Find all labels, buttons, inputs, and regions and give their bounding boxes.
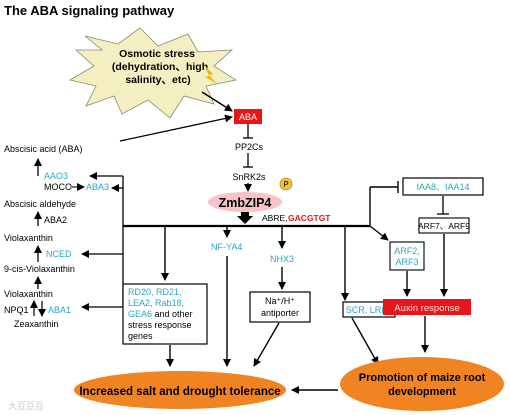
- npq1-label: NPQ1: [4, 305, 29, 315]
- genes-line4: stress response: [128, 320, 192, 330]
- arrow-to-arf23: [369, 225, 389, 241]
- nced-label: NCED: [46, 249, 72, 259]
- aba-box-label: ABA: [239, 112, 257, 122]
- antiporter-line2: antiporter: [261, 308, 299, 318]
- stress-line2: (dehydration、high: [112, 61, 208, 73]
- zeaxanthin-label: Zeaxanthin: [14, 319, 59, 329]
- auxin-response-label: Auxin response: [394, 303, 459, 314]
- genes-line2: LEA2, Rab18,: [128, 298, 184, 308]
- abre-motif: GACGTGT: [288, 213, 331, 223]
- abre-label: ABRE,: [262, 213, 288, 223]
- arrow-aba-feedback: [119, 114, 233, 142]
- aba1-label: ABA1: [48, 305, 71, 315]
- arf79-label: ARF7、ARF9: [418, 221, 470, 231]
- moco-label: MOCO: [44, 182, 72, 192]
- aba-box: [234, 109, 262, 124]
- lightning-icon: [205, 66, 217, 84]
- stress-genes-box: [122, 283, 208, 345]
- arrow-antiporter-to-tolerance: [253, 322, 280, 367]
- genes-line1: RD20, RD21,: [128, 287, 182, 297]
- iaa-box: [402, 177, 484, 196]
- stress-burst-shape: [68, 27, 238, 119]
- arf23-line2: ARF3: [395, 257, 418, 267]
- watermark: 大豆豆豆: [8, 400, 44, 411]
- arrow-scr-to-root: [351, 317, 379, 365]
- arf23-line1: ARF2,: [394, 246, 420, 256]
- nfya4-label: NF-YA4: [211, 242, 242, 252]
- scr-lrp1-label: SCR, LRP1: [346, 305, 393, 315]
- phosphate-label: P: [283, 180, 288, 189]
- iaa-label: IAA8、IAA14: [416, 182, 469, 192]
- zmbzip4-oval: [208, 192, 282, 212]
- genes-line5: genes: [128, 331, 153, 341]
- zmbzip4-label: ZmbZIP4: [219, 196, 272, 210]
- phosphate-icon: [279, 177, 293, 191]
- page-title: The ABA signaling pathway: [4, 3, 175, 18]
- abscisic-aldehyde-label: Abscisic aldehyde: [4, 199, 76, 209]
- stress-line1: Osmotic stress: [119, 48, 195, 60]
- arf23-box: [389, 241, 425, 271]
- root-development-oval: [340, 357, 504, 411]
- violaxanthin-label: Violaxanthin: [4, 233, 53, 243]
- root-line2: development: [388, 386, 456, 398]
- aba3-label: ABA3: [86, 182, 109, 192]
- abscisic-acid-label: Abscisic acid (ABA): [4, 144, 83, 154]
- tolerance-oval: [74, 371, 286, 409]
- stress-line3: salinity、etc): [125, 74, 190, 86]
- antiporter-line1: Na⁺/H⁺: [265, 296, 295, 306]
- tolerance-label: Increased salt and drought tolerance: [79, 386, 280, 398]
- antiporter-box: [249, 291, 311, 323]
- cis-violaxanthin-label: 9-cis-Violaxanthin: [4, 264, 75, 274]
- aba2-label: ABA2: [44, 215, 67, 225]
- pp2cs-label: PP2Cs: [235, 142, 264, 152]
- snrk2s-label: SnRK2s: [232, 172, 266, 182]
- arrow-stress-to-aba: [201, 91, 233, 112]
- auxin-response-box: [383, 299, 471, 315]
- nhx3-label: NHX3: [270, 254, 294, 264]
- aao3-label: AAO3: [44, 171, 68, 181]
- genes-line3: GEA6 and other: [128, 309, 193, 319]
- zmbzip4-binding-arrow: [237, 212, 253, 224]
- violaxanthin2-label: Violaxanthin: [4, 289, 53, 299]
- arf79-box: [418, 217, 470, 234]
- root-line1: Promotion of maize root: [359, 372, 486, 384]
